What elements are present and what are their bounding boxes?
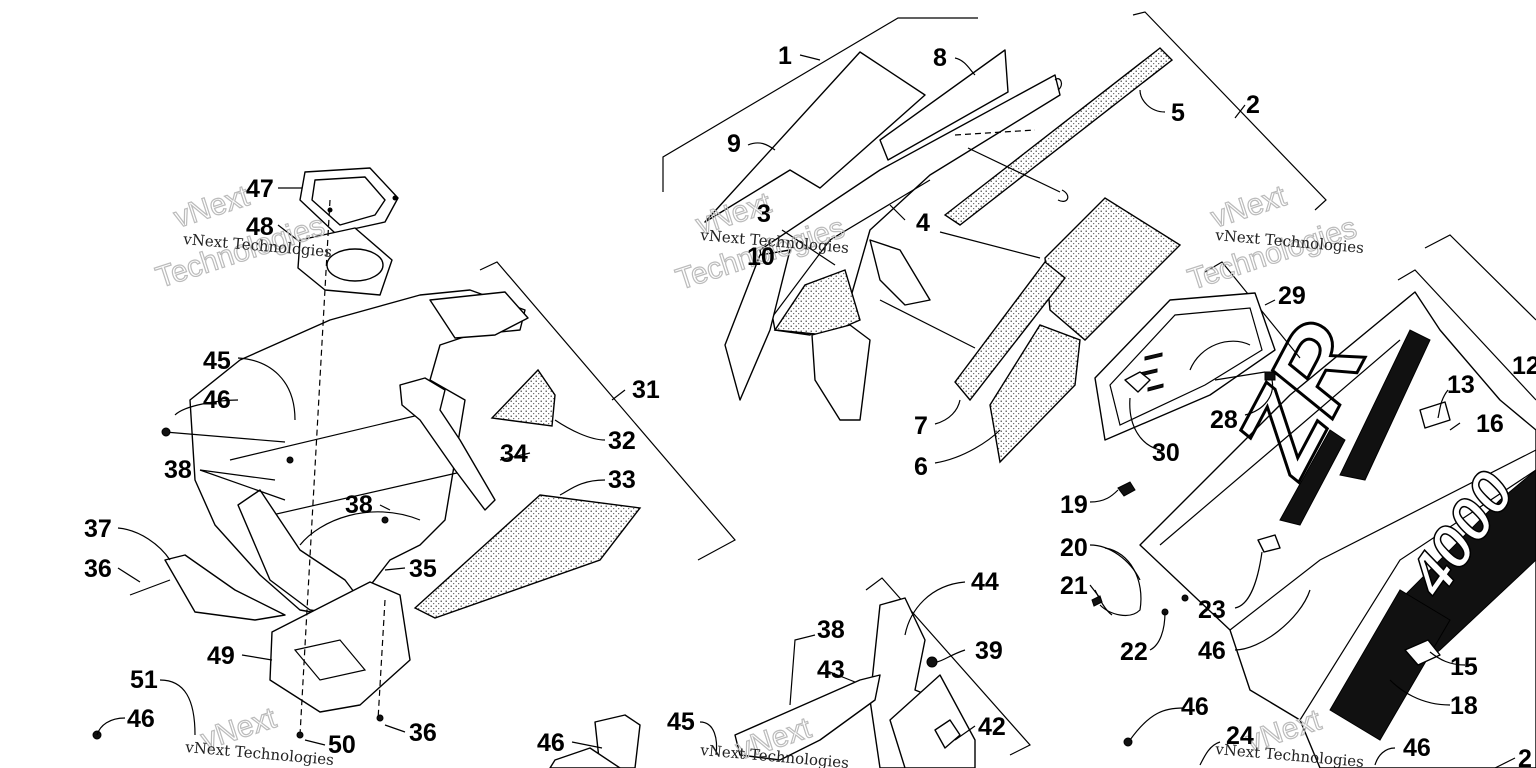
callout-1: 1 [778,42,792,70]
leader-lines-bottom [571,581,976,756]
callout-50: 50 [328,731,356,759]
console-10-body [724,239,931,421]
fastener-axis-lines [129,199,386,736]
callout-28: 28 [1210,406,1238,434]
hood-foam-5 [943,47,1174,226]
group-bracket-31 [479,261,736,561]
decal-15 [1404,639,1441,666]
adapter-48 [297,227,393,296]
gasket-47 [299,167,399,234]
callout-37: 37 [84,515,112,543]
leader-lines-top [747,54,1246,464]
callout-19: 19 [1060,491,1088,519]
foam-33 [413,494,642,619]
plate-49 [269,581,411,713]
watermark-large-text: vNext [170,179,254,234]
callout-38-center: 38 [345,491,373,519]
callout-31: 31 [632,376,660,404]
leader-lines-right [1089,389,1516,768]
callout-9: 9 [727,130,741,158]
callout-45-bottom: 45 [667,708,695,736]
foam-32 [490,368,556,427]
callout-22: 22 [1120,638,1148,666]
watermark-4: vNext vNext Technologies [184,701,335,768]
bracket-45 [549,714,641,768]
callout-35: 35 [409,555,437,583]
callout-13: 13 [1447,371,1475,399]
callout-33: 33 [608,466,636,494]
callout-48: 48 [246,213,274,241]
deflector-37 [164,554,286,621]
callout-39: 39 [975,637,1003,665]
callout-30: 30 [1152,439,1180,467]
hood-panel-9 [704,51,926,223]
watermark-small-text: vNext Technologies [184,738,335,768]
callout-18: 18 [1450,692,1478,720]
callout-47: 47 [246,175,274,203]
windshield-frame-3 [759,74,1061,336]
decal-13 [1419,401,1451,429]
callout-46-bottom-center: 46 [537,729,565,757]
dash-panel-29 [1094,292,1276,441]
group-bracket-2 [1132,11,1327,211]
callout-42: 42 [978,713,1006,741]
group-bracket-29 [1204,261,1301,359]
callout-4: 4 [916,209,930,237]
group-bracket-12 [1397,234,1536,401]
callout-36-left: 36 [84,555,112,583]
side-panel-39 [869,597,976,768]
watermark-3: vNext Technologies vNext Technologies [1183,179,1364,297]
callout-46-bottom-left: 46 [127,705,155,733]
callout-51: 51 [130,666,158,694]
group-bracket-1 [662,17,978,192]
spring-cable [954,78,1069,202]
callout-10: 10 [747,243,775,271]
callout-5: 5 [1171,99,1185,127]
callout-7: 7 [914,412,928,440]
callout-labels: 1 2 3 4 5 6 7 8 9 10 12 13 15 16 18 19 2… [84,42,1536,768]
callout-34: 34 [500,440,528,468]
callout-32: 32 [608,427,636,455]
callout-38-left: 38 [164,456,192,484]
group-bracket-39 [865,577,1031,756]
callout-46-far-right: 46 [1403,734,1431,762]
callout-36-bottom: 36 [409,719,437,747]
callout-2-bottom-right: 2 [1518,745,1532,768]
lens-19 [1117,481,1136,497]
callout-46-right: 46 [1198,637,1226,665]
callout-29: 29 [1278,282,1306,310]
connector-23 [1257,534,1281,553]
callout-44: 44 [971,568,999,596]
callout-8: 8 [933,44,947,72]
callout-46-left: 46 [203,386,231,414]
callout-23: 23 [1198,596,1226,624]
callout-16: 16 [1476,410,1504,438]
callout-49: 49 [207,642,235,670]
leader-lines-dash [1129,299,1276,451]
callout-21: 21 [1060,572,1088,600]
foam-block-6 [989,324,1081,464]
callout-2: 2 [1246,91,1260,119]
callout-3: 3 [757,200,771,228]
callout-38-bottom: 38 [817,616,845,644]
decal-zr-graphic [1279,329,1536,741]
wiring-20-21 [1091,547,1142,617]
hood-trim-8 [879,49,1009,161]
hood-foam-large [1044,197,1182,341]
callout-12: 12 [1512,352,1536,380]
callout-43: 43 [817,656,845,684]
callout-46-bottom-right: 46 [1181,693,1209,721]
callout-45-left: 45 [203,347,231,375]
callout-20: 20 [1060,534,1088,562]
callout-24: 24 [1226,722,1254,750]
callout-15: 15 [1450,653,1478,681]
leader-lines-left [96,187,626,746]
callout-6: 6 [914,453,928,481]
foam-strip-7 [954,261,1066,402]
panel-43 [734,674,881,761]
